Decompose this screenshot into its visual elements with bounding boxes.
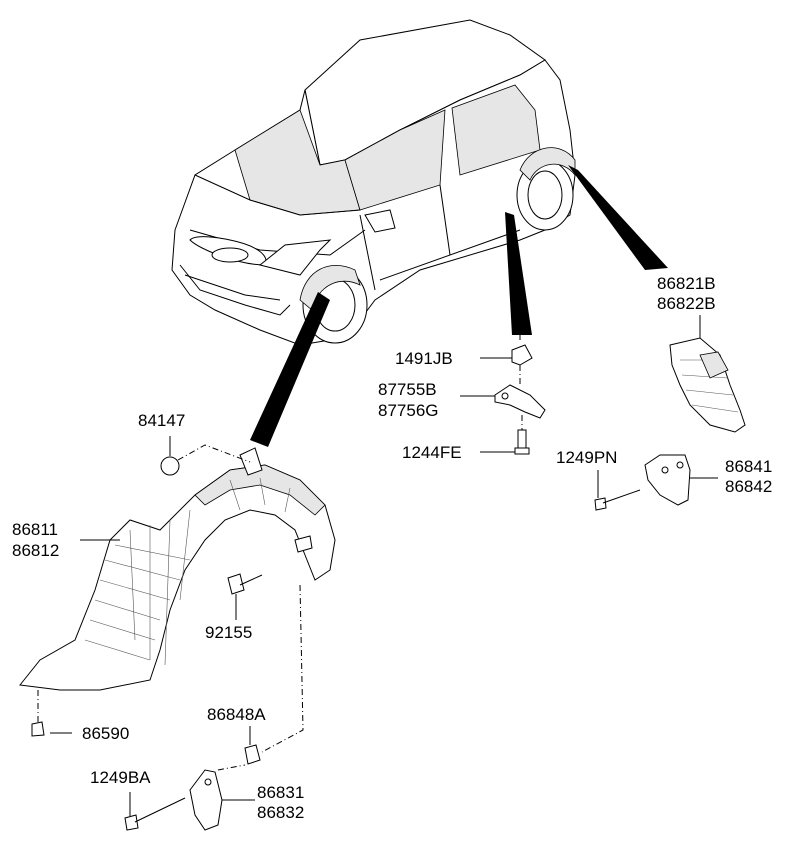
screw-1249pn xyxy=(594,489,641,511)
screw-1249ba xyxy=(124,797,186,831)
label-86590: 86590 xyxy=(82,724,129,743)
label-86832: 86832 xyxy=(257,803,304,822)
label-1249pn: 1249PN xyxy=(556,448,617,467)
label-1491jb: 1491JB xyxy=(395,349,453,368)
clip-1491jb xyxy=(511,344,533,366)
label-86822b: 86822B xyxy=(657,294,716,313)
label-86841: 86841 xyxy=(725,457,772,476)
callout-side-bracket xyxy=(505,212,532,335)
front-mudflap-part xyxy=(189,769,223,831)
label-1249ba: 1249BA xyxy=(90,768,151,787)
label-86831: 86831 xyxy=(257,783,304,802)
leader-lines xyxy=(50,315,718,816)
clip-86848a xyxy=(244,744,261,765)
callout-rear-guard xyxy=(568,165,668,270)
rear-mudflap-part xyxy=(644,454,691,506)
label-86848a: 86848A xyxy=(207,705,266,724)
callout-front-liner xyxy=(250,292,330,447)
label-86821b: 86821B xyxy=(657,274,716,293)
label-87756g: 87756G xyxy=(378,401,439,420)
rear-mud-guard-part xyxy=(669,337,746,433)
bolt-92155 xyxy=(227,573,263,595)
car-illustration xyxy=(171,19,576,346)
label-86842: 86842 xyxy=(725,477,772,496)
label-87755b: 87755B xyxy=(378,380,437,399)
label-84147: 84147 xyxy=(138,411,185,430)
label-86812: 86812 xyxy=(12,541,59,560)
grommet-84147 xyxy=(160,456,180,476)
side-bracket-part xyxy=(494,384,546,419)
label-1244fe: 1244FE xyxy=(402,443,462,462)
bolt-1244fe xyxy=(514,429,530,455)
label-86811: 86811 xyxy=(12,520,58,539)
label-92155: 92155 xyxy=(205,623,252,642)
front-wheel-liner-part xyxy=(19,447,336,691)
screw-86590 xyxy=(31,721,45,737)
